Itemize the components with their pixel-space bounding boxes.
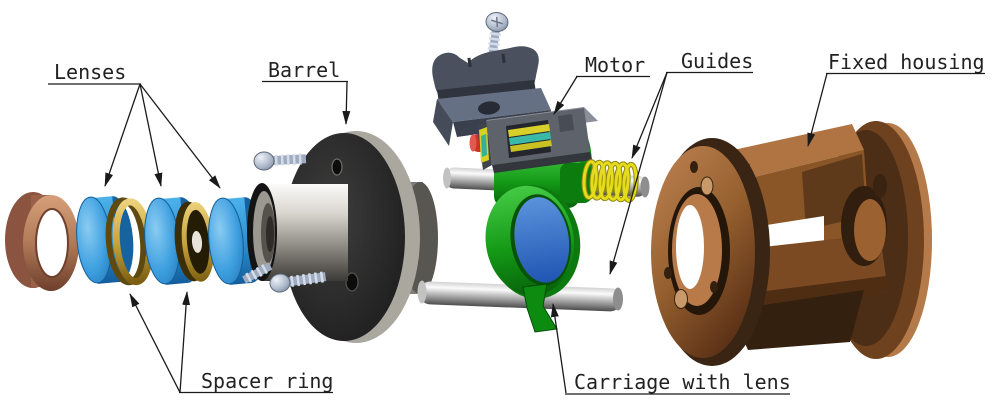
label-barrel: Barrel: [268, 58, 340, 82]
carriage-ring: [485, 185, 581, 299]
fixed-housing: [651, 121, 932, 366]
label-lenses: Lenses: [54, 60, 126, 84]
callout-motor: Motor: [553, 53, 650, 115]
label-motor: Motor: [585, 53, 645, 77]
motor: [469, 107, 598, 173]
label-guides: Guides: [681, 49, 753, 73]
spring: [581, 159, 639, 203]
label-fixed-housing: Fixed housing: [828, 50, 985, 74]
callout-carriage-with-lens: Carriage with lens: [550, 303, 791, 395]
callout-barrel: Barrel: [262, 58, 351, 125]
callout-guides: Guides: [609, 49, 753, 275]
barrel: [247, 131, 438, 343]
screw-barrel-bottom-hidden: [242, 262, 273, 284]
callout-spacer-ring: Spacer ring: [129, 291, 333, 394]
label-spacer-ring: Spacer ring: [201, 369, 333, 393]
carriage-lens: [514, 197, 570, 283]
label-carriage-with-lens: Carriage with lens: [574, 370, 791, 394]
callouts: Lenses Barrel Motor Guides Fixed housing: [48, 49, 985, 395]
copper-ring: [5, 192, 79, 291]
spacer-ring-2: [174, 201, 215, 282]
callout-fixed-housing: Fixed housing: [807, 50, 985, 147]
callout-lenses: Lenses: [48, 60, 221, 189]
screw-barrel-top: [253, 151, 307, 171]
motor-clamp: [432, 46, 551, 146]
guide-rod-bottom: [417, 280, 623, 312]
screw-barrel-bottom: [269, 271, 327, 293]
